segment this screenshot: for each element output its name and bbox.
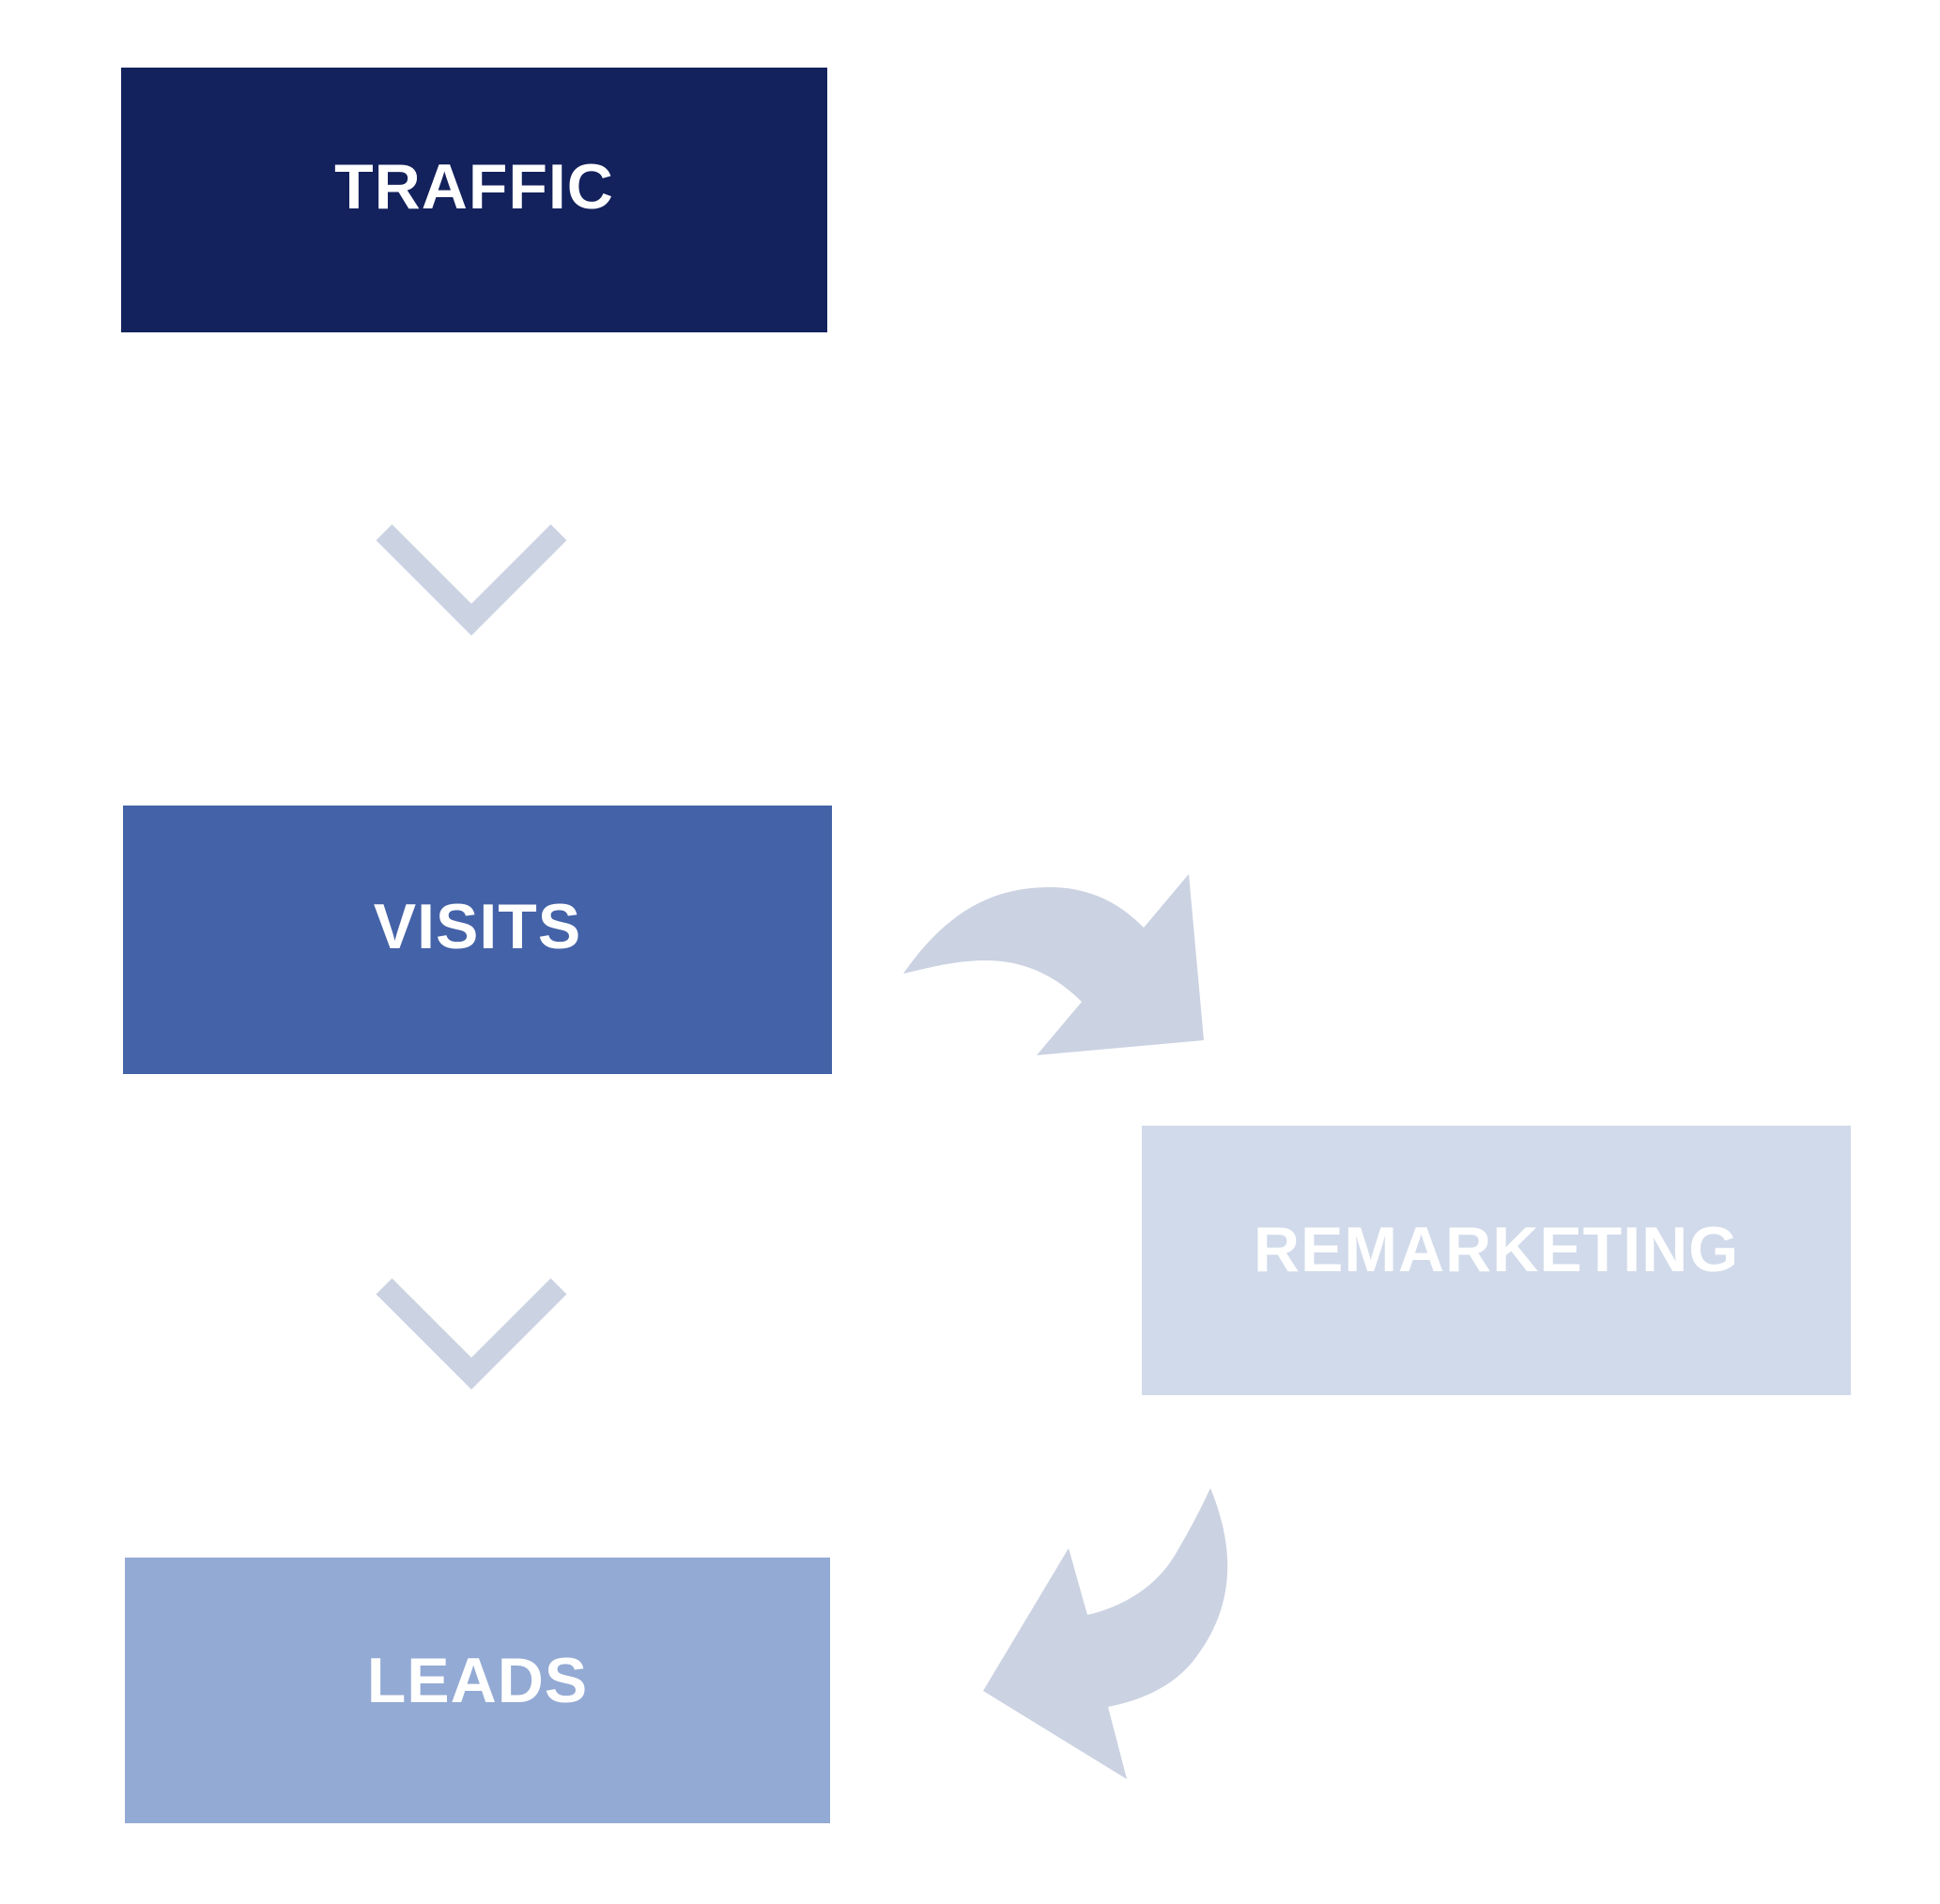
traffic-label: TRAFFIC [334,151,614,223]
remarketing-label: REMARKETING [1253,1213,1740,1285]
leads-label: LEADS [366,1644,589,1716]
visits-box: VISITS [123,806,832,1074]
leads-box: LEADS [125,1558,830,1823]
chevron-down-icon [376,1278,567,1390]
remarketing-box: REMARKETING [1142,1126,1851,1395]
chevron-down-icon [376,524,567,636]
curved-arrow-icon [983,1488,1228,1779]
traffic-box: TRAFFIC [121,68,827,332]
visits-label: VISITS [373,891,582,962]
curved-arrow-icon [903,874,1204,1055]
